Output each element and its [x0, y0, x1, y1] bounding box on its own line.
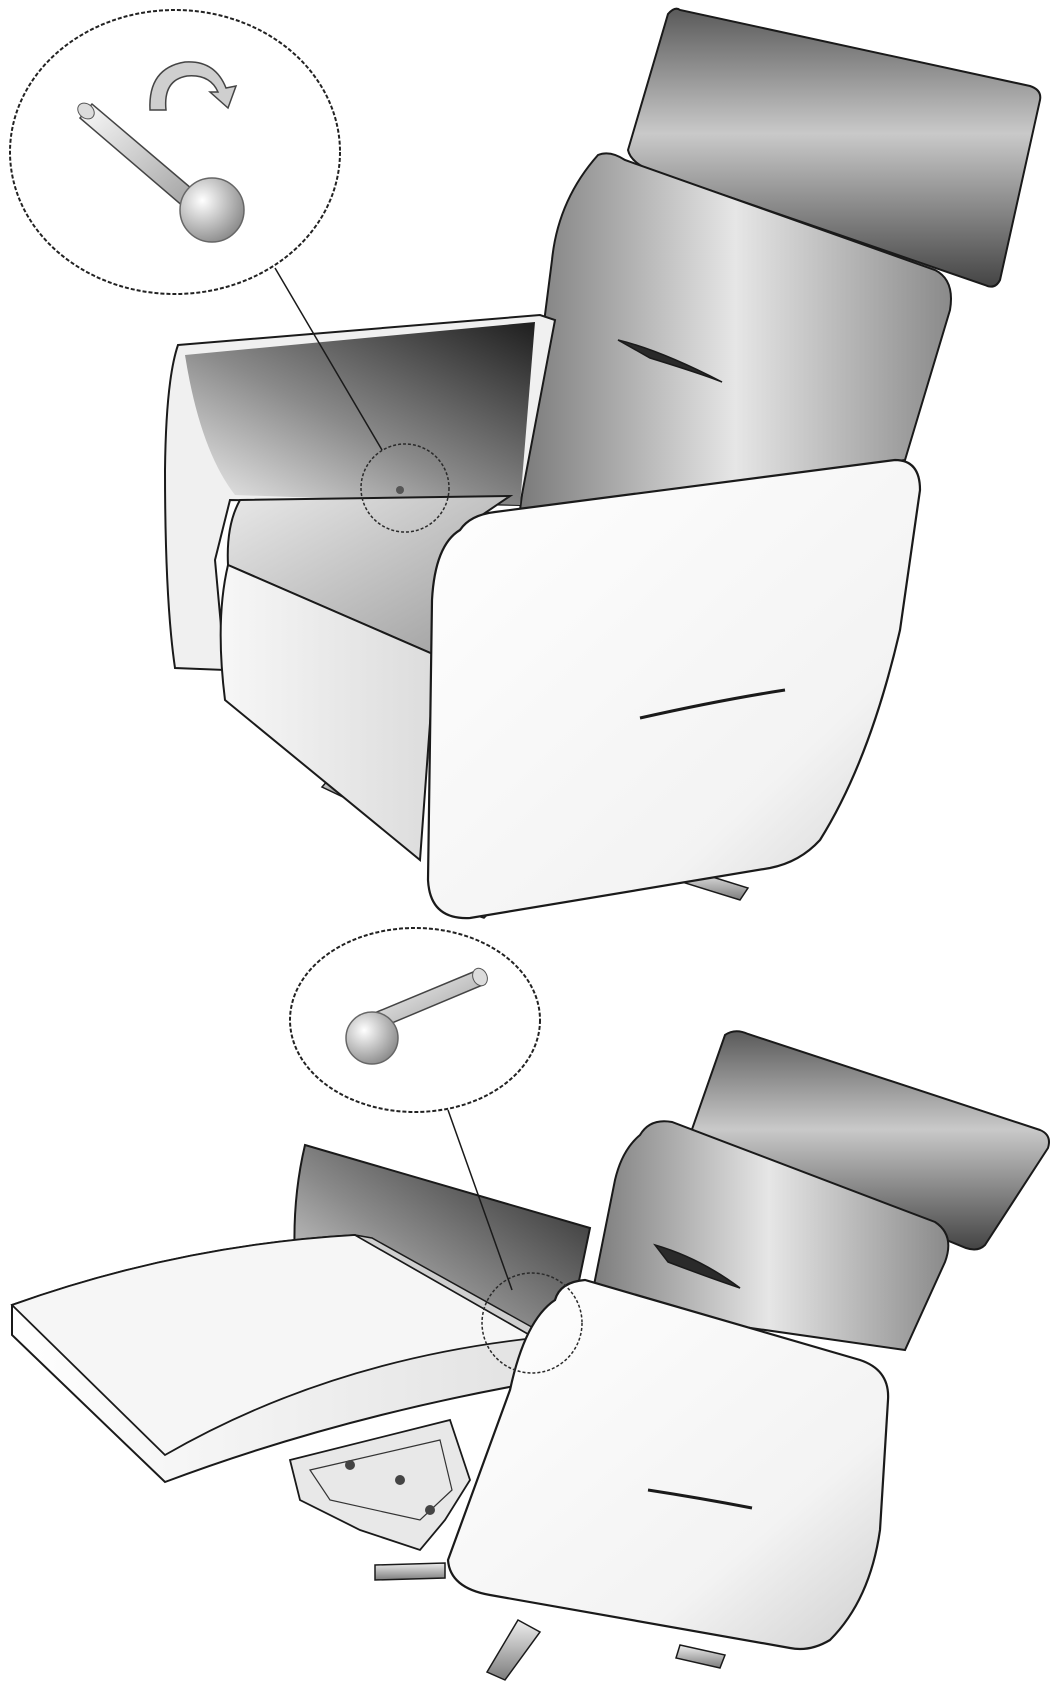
- recline-mechanism: [290, 1420, 470, 1550]
- right-armrest: [428, 460, 920, 918]
- mechanism-bolt: [425, 1505, 435, 1515]
- mechanism-bolt: [345, 1460, 355, 1470]
- callout-reclined: [290, 928, 540, 1112]
- callout-upright: [10, 10, 340, 294]
- upright-chair: [10, 9, 1040, 918]
- lever-stub: [396, 486, 404, 494]
- reclined-chair: [12, 928, 1049, 1680]
- mechanism-bolt: [395, 1475, 405, 1485]
